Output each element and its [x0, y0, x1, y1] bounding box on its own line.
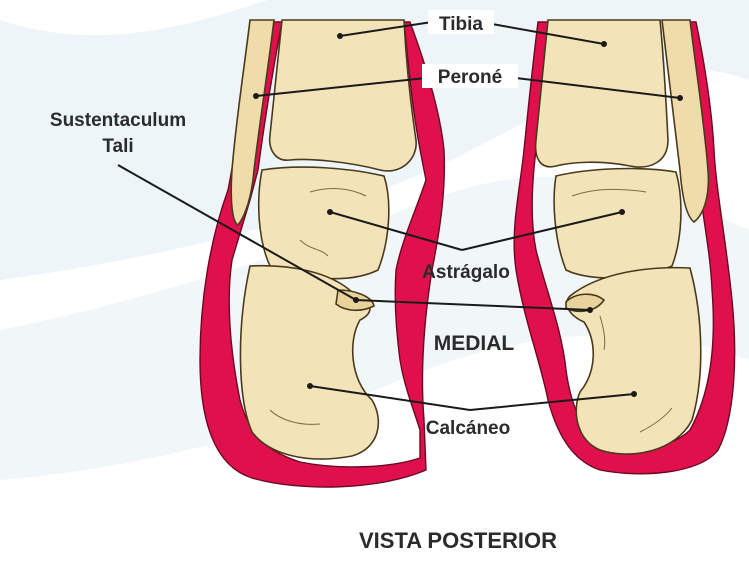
left-tibia — [270, 20, 416, 171]
view-title: VISTA POSTERIOR — [359, 528, 557, 553]
perone-label: Peroné — [438, 67, 502, 88]
sustentaculum-label-line2: Tali — [102, 136, 133, 157]
sustentaculum-label-line1: Sustentaculum — [50, 110, 186, 131]
tibia-label: Tibia — [439, 14, 483, 35]
medial-label: MEDIAL — [434, 332, 515, 355]
calcaneo-label: Calcáneo — [426, 418, 510, 439]
astragalo-label: Astrágalo — [422, 262, 510, 283]
